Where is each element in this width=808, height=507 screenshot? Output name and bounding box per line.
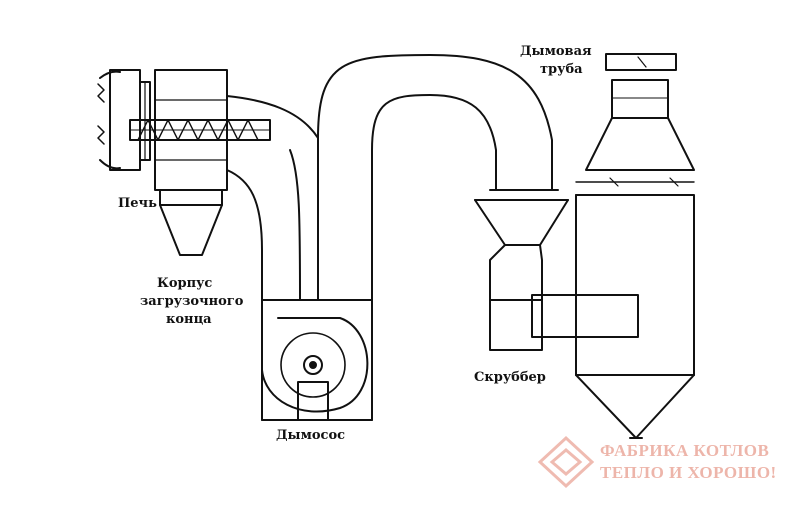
furnace-label: Печь — [118, 196, 157, 211]
smoke-exhauster-label: Дымосос — [276, 428, 346, 443]
chimney-label-line2: труба — [540, 62, 583, 77]
watermark-line2: ТЕПЛО И ХОРОШО! — [600, 463, 777, 482]
chimney — [585, 53, 695, 171]
chimney-label-line1: Дымовая — [520, 44, 592, 59]
loading-end-casing-label-line3: конца — [166, 312, 212, 327]
u-duct — [317, 54, 553, 301]
outlet-duct — [226, 95, 319, 301]
loading-end-casing-label-line2: загрузочного — [140, 294, 244, 309]
screw-feeder — [129, 119, 271, 141]
loading-end-casing — [154, 69, 228, 256]
scrubber — [474, 189, 639, 351]
watermark-line1: ФАБРИКА КОТЛОВ — [600, 441, 770, 460]
scrubber-label: Скруббер — [474, 370, 546, 385]
smoke-exhauster — [261, 299, 373, 421]
loading-end-casing-label-line1: Корпус — [157, 276, 213, 291]
absorber-tower — [575, 177, 695, 439]
